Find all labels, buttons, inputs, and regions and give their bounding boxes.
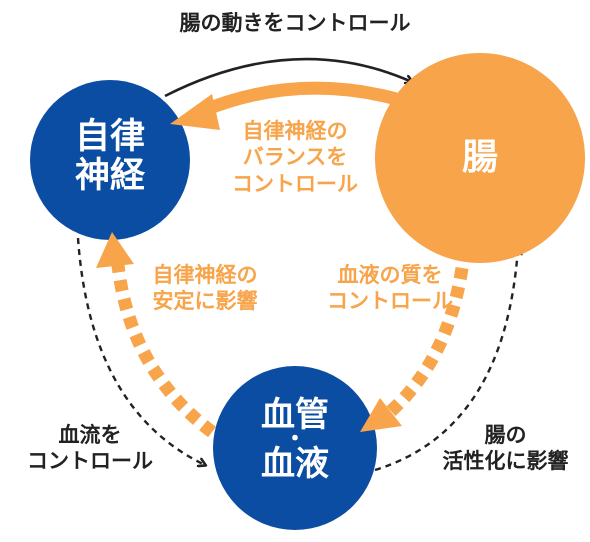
node-blood-line1: 血管: [261, 395, 329, 435]
arrow-gut-to-blood: [385, 267, 469, 417]
arrowhead-blood-to-autonomic: [96, 232, 134, 268]
label-gut-to-blood-line: コントロール: [327, 289, 453, 314]
label-autonomic-to-blood: 血流を コントロール: [10, 422, 170, 475]
label-top-arrow: 腸の動きをコントロール: [179, 11, 411, 35]
label-blood-to-autonomic-line: 安定に影響: [152, 289, 258, 314]
arrow-gut-to-autonomic: [202, 81, 402, 117]
label-blood-to-gut-line: 活性化に影響: [442, 449, 569, 474]
node-blood-label: 血管 ・ 血液: [245, 398, 345, 481]
node-blood: [213, 366, 377, 530]
node-blood-line2: 血液: [261, 444, 329, 485]
label-blood-to-autonomic-line: 自律神経の: [152, 263, 258, 287]
label-blood-to-autonomic: 自律神経の 安定に影響: [135, 262, 275, 315]
node-autonomic-line2: 神経: [74, 156, 145, 197]
node-autonomic-label: 自律 神経: [60, 117, 160, 197]
arrow-autonomic-to-blood: [76, 237, 205, 465]
arrow-autonomic-to-gut: [164, 57, 412, 98]
arrow-blood-to-autonomic: [111, 264, 216, 438]
label-gut-to-blood-line: 血液の質を: [337, 263, 443, 287]
label-blood-to-gut: 腸の 活性化に影響: [428, 422, 583, 475]
arrowhead-gut-to-blood: [360, 398, 402, 432]
label-gut-to-autonomic-line: バランスを: [242, 145, 348, 170]
label-gut-to-autonomic-line: コントロール: [232, 171, 358, 196]
label-autonomic-to-blood-line: 血流を: [58, 423, 122, 447]
node-autonomic-line1: 自律: [74, 117, 145, 157]
node-gut: [375, 53, 585, 263]
label-gut-to-autonomic-line: 自律神経の: [242, 119, 348, 143]
node-autonomic: [30, 80, 190, 240]
label-blood-to-gut-line: 腸の: [484, 423, 527, 447]
label-autonomic-to-blood-line: コントロール: [27, 449, 153, 474]
node-gut-label: 腸: [461, 137, 498, 178]
label-gut-to-autonomic: 自律神経の バランスを コントロール: [220, 118, 370, 197]
arrowhead-gut-to-autonomic: [170, 94, 220, 130]
label-gut-to-blood: 血液の質を コントロール: [320, 262, 460, 315]
arrow-blood-to-gut: [374, 248, 518, 472]
node-blood-dot: ・: [283, 427, 306, 452]
